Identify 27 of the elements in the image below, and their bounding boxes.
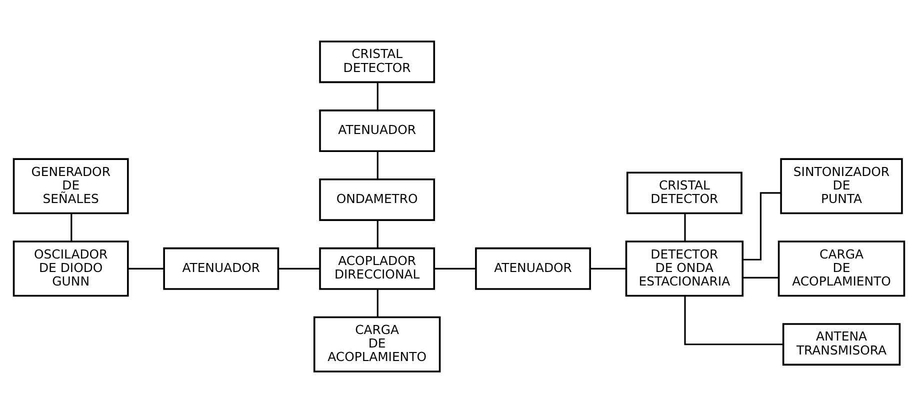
connector <box>684 295 784 345</box>
node-box: ATENUADOR <box>475 246 591 290</box>
node-box: ANTENA TRANSMISORA <box>782 322 901 366</box>
node-box: SINTONIZADOR DE PUNTA <box>780 158 903 214</box>
node-box: DETECTOR DE ONDA ESTACIONARIA <box>625 240 744 296</box>
connector <box>70 213 72 241</box>
node-box: CARGA DE ACOPLAMIENTO <box>313 316 441 372</box>
connector <box>128 267 164 269</box>
node-box: ONDAMETRO <box>319 178 436 220</box>
connector <box>434 267 476 269</box>
node-box: GENERADOR DE SEÑALES <box>12 158 129 214</box>
connector <box>376 82 378 110</box>
connector <box>590 267 626 269</box>
connector <box>684 213 686 241</box>
node-box: CRISTAL DETECTOR <box>319 40 436 83</box>
node-box: ACOPLADOR DIRECCIONAL <box>319 246 436 290</box>
connector <box>278 267 320 269</box>
connector <box>742 192 781 260</box>
node-box: ATENUADOR <box>163 246 280 290</box>
connector <box>376 288 378 317</box>
node-box: OSCILADOR DE DIODO GUNN <box>12 240 129 296</box>
connector <box>742 276 779 278</box>
node-box: ATENUADOR <box>319 109 436 152</box>
node-box: CRISTAL DETECTOR <box>626 171 742 214</box>
connector <box>376 220 378 248</box>
node-box: CARGA DE ACOPLAMIENTO <box>778 240 906 296</box>
connector <box>376 150 378 179</box>
